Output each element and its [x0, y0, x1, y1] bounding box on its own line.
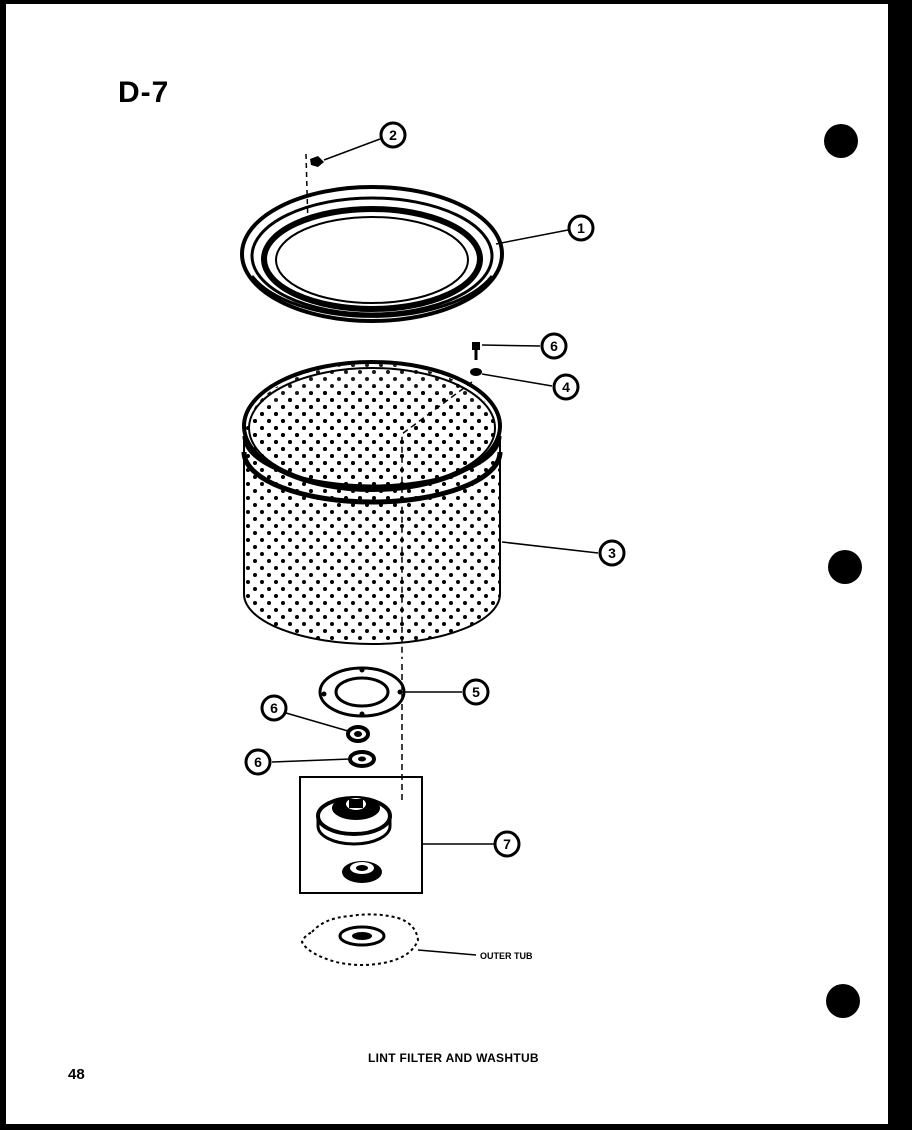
- page-number: 48: [68, 1066, 85, 1083]
- part-1-balance-ring: [240, 185, 504, 323]
- part-3-wash-basket: [241, 360, 503, 804]
- svg-text:6: 6: [254, 754, 262, 770]
- part-6-washer: [348, 750, 376, 768]
- part-6-nut: [346, 725, 370, 743]
- callout-6-top: 6: [540, 332, 568, 360]
- callout-1: 1: [567, 214, 595, 242]
- svg-text:3: 3: [608, 545, 616, 561]
- binder-hole-middle: [828, 550, 862, 584]
- svg-text:6: 6: [270, 700, 278, 716]
- callout-6-lower: 6: [244, 748, 272, 776]
- callout-4: 4: [552, 373, 580, 401]
- parts-diagram-page: D-7: [6, 4, 888, 1124]
- outer-tub-reference: OUTER TUB: [300, 913, 533, 966]
- svg-text:5: 5: [472, 684, 480, 700]
- callout-5: 5: [462, 678, 490, 706]
- binder-hole-top: [824, 124, 858, 158]
- part-2-screw: [305, 153, 324, 227]
- svg-text:4: 4: [562, 379, 570, 395]
- diagram-caption: LINT FILTER AND WASHTUB: [368, 1051, 539, 1065]
- binder-hole-bottom: [826, 984, 860, 1018]
- part-6-bolt: [472, 342, 480, 360]
- svg-text:6: 6: [550, 338, 558, 354]
- outer-tub-label: OUTER TUB: [480, 951, 533, 961]
- svg-text:1: 1: [577, 220, 585, 236]
- part-5-flange: [318, 666, 406, 718]
- callout-3: 3: [598, 539, 626, 567]
- part-4-washer: [470, 368, 482, 376]
- callout-6-middle: 6: [260, 694, 288, 722]
- svg-text:2: 2: [389, 127, 397, 143]
- callout-2: 2: [379, 121, 407, 149]
- part-7-lint-filter-kit: [299, 776, 423, 894]
- exploded-view-diagram: OUTER TUB 2 1 6 4: [240, 121, 626, 966]
- page-id: D-7: [118, 76, 170, 109]
- leader-lines: [271, 138, 599, 845]
- svg-text:7: 7: [503, 836, 511, 852]
- callout-7: 7: [493, 830, 521, 858]
